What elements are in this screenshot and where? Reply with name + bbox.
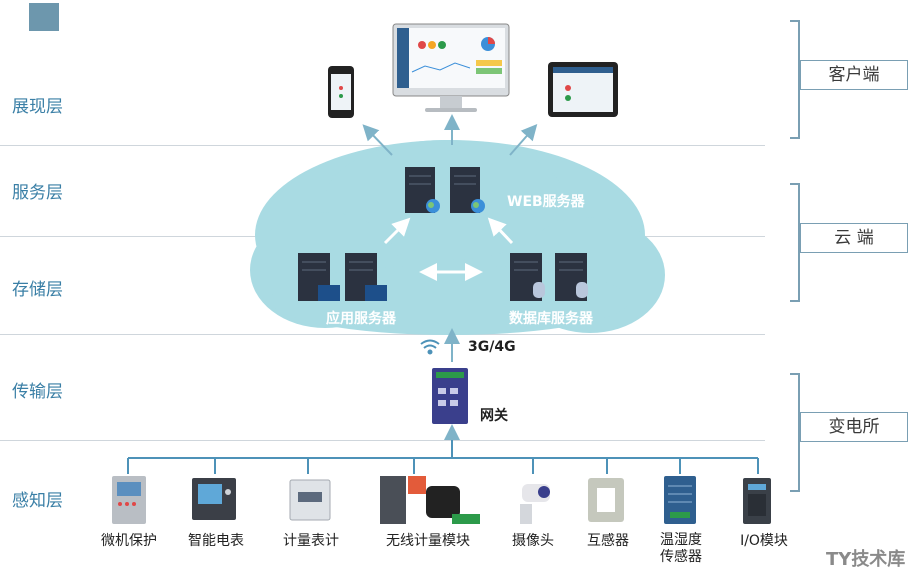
web-server-label: WEB服务器	[507, 194, 585, 210]
bracket-substation	[790, 373, 800, 492]
metering-meter-icon	[289, 479, 331, 521]
current-transformer-icon	[588, 478, 624, 522]
device-label-io-module: I/O模块	[740, 533, 788, 549]
layer-label-storage: 存储层	[12, 280, 63, 300]
group-label-cloud: 云 端	[800, 223, 908, 253]
smart-meter-icon	[192, 478, 236, 520]
device-label-smart-meter: 智能电表	[188, 533, 244, 549]
io-module-icon	[743, 478, 771, 524]
tablet-icon	[548, 62, 618, 117]
layer-divider	[0, 440, 765, 441]
wireless-module-icon	[380, 476, 480, 524]
relay-protection-icon	[112, 476, 146, 524]
db-server-icon	[510, 253, 588, 301]
wifi-icon	[420, 339, 440, 355]
temp-humidity-sensor-icon	[664, 476, 696, 524]
arrow-to-phone	[362, 124, 393, 156]
layer-label-service: 服务层	[12, 183, 63, 203]
device-label-relay-protection: 微机保护	[101, 533, 157, 549]
layer-label-perception: 感知层	[12, 491, 63, 511]
desktop-icon	[392, 23, 510, 112]
device-label-temp-humidity: 温湿度 传感器	[660, 532, 702, 565]
arrow-app-to-web	[383, 217, 411, 245]
watermark: TY技术库	[826, 549, 906, 570]
bracket-cloud	[790, 183, 800, 302]
device-label-transformer: 互感器	[587, 533, 629, 549]
db-server-label: 数据库服务器	[509, 311, 593, 327]
device-label-camera: 摄像头	[512, 533, 554, 549]
group-label-substation: 变电所	[800, 412, 908, 442]
layer-divider	[0, 334, 765, 335]
layer-label-presentation: 展现层	[12, 97, 63, 117]
arrow-db-to-web	[487, 217, 514, 245]
bracket-client	[790, 20, 800, 139]
corner-block	[29, 3, 59, 31]
group-label-client: 客户端	[800, 60, 908, 90]
camera-icon	[520, 484, 550, 524]
gateway-label: 网关	[480, 408, 508, 424]
web-server-icon	[405, 167, 485, 213]
device-label-metering: 计量表计	[283, 533, 339, 549]
arrow-to-tablet	[509, 123, 538, 156]
app-server-icon	[298, 253, 387, 301]
network-label: 3G/4G	[468, 339, 516, 355]
app-server-label: 应用服务器	[326, 311, 396, 327]
gateway-icon	[432, 368, 468, 424]
device-label-wireless-module: 无线计量模块	[386, 533, 470, 549]
phone-icon	[328, 66, 354, 118]
device-drop-lines	[127, 458, 759, 474]
layer-label-transmission: 传输层	[12, 382, 63, 402]
